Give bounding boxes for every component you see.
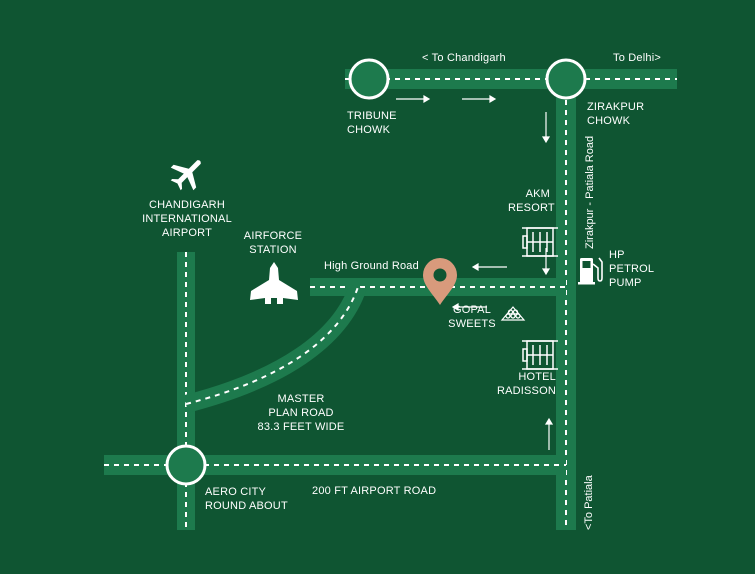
gopal-line2: SWEETS (448, 318, 496, 330)
radisson-line2: RADISSON (496, 385, 556, 397)
airport-access-road (177, 252, 195, 530)
building-icon (522, 340, 558, 370)
aerocity-line1: AERO CITY (205, 486, 267, 498)
airport-road (104, 455, 566, 475)
arrow-left-icon (471, 262, 507, 272)
akm-resort-label: AKM RESORT (508, 187, 555, 215)
airport-line2: INTERNATIONAL (142, 213, 232, 225)
aero-city-label: AERO CITY ROUND ABOUT (205, 485, 288, 513)
zirakpur-line2: CHOWK (587, 115, 631, 127)
arrow-up-icon (544, 417, 554, 450)
to-patiala-label: <To Patiala (583, 475, 595, 530)
master-plan-line3: 83.3 FEET WIDE (257, 421, 345, 433)
hotel-radisson-label: HOTEL RADISSON (496, 370, 556, 398)
sweets-icon (500, 306, 526, 321)
tribune-chowk-roundabout (348, 58, 390, 100)
zirakpur-chowk-label: ZIRAKPUR CHOWK (587, 100, 644, 128)
radisson-line1: HOTEL (518, 371, 556, 383)
arrow-down-icon (541, 112, 551, 144)
aerocity-line2: ROUND ABOUT (205, 500, 288, 512)
akm-line1: AKM (525, 188, 550, 200)
master-plan-road (183, 283, 367, 413)
hp-line2: PETROL (609, 263, 655, 275)
airport-line3: AIRPORT (161, 227, 213, 239)
airplane-icon (170, 160, 201, 191)
to-delhi-label: To Delhi> (613, 52, 661, 64)
arrow-down-icon (541, 248, 551, 276)
master-plan-road-label: MASTER PLAN ROAD 83.3 FEET WIDE (256, 392, 346, 434)
airport-road-label: 200 FT AIRPORT ROAD (312, 485, 437, 497)
hp-petrol-pump-label: HP PETROL PUMP (609, 248, 654, 290)
zirakpur-chowk-roundabout (545, 58, 587, 100)
zirakpur-patiala-road-label: Zirakpur - Patiala Road (584, 135, 596, 249)
hp-line1: HP (609, 249, 625, 261)
gopal-line1: GOPAL (452, 304, 492, 316)
arrow-left-icon (451, 302, 487, 312)
master-plan-line1: MASTER (277, 393, 325, 405)
tribune-line1: TRIBUNE (347, 110, 397, 122)
high-ground-road-label: High Ground Road (324, 260, 419, 272)
fuel-pump-icon (578, 257, 603, 285)
top-road (345, 69, 677, 89)
airforce-line2: STATION (249, 244, 297, 256)
location-pin-icon (423, 258, 457, 305)
fighter-jet-icon (250, 262, 298, 304)
akm-line2: RESORT (508, 202, 555, 214)
master-plan-line2: PLAN ROAD (268, 407, 334, 419)
tribune-chowk-label: TRIBUNE CHOWK (347, 109, 397, 137)
arrow-right-icon (396, 94, 431, 104)
to-chandigarh-label: < To Chandigarh (422, 52, 506, 64)
airport-label: CHANDIGARH INTERNATIONAL AIRPORT (137, 198, 237, 240)
aero-city-roundabout (165, 444, 207, 486)
hp-line3: PUMP (609, 277, 642, 289)
airforce-station-label: AIRFORCE STATION (238, 229, 308, 257)
airport-line1: CHANDIGARH (149, 199, 225, 211)
arrow-right-icon (462, 94, 497, 104)
zirakpur-line1: ZIRAKPUR (587, 101, 645, 113)
airforce-line1: AIRFORCE (243, 230, 303, 242)
building-icon (522, 227, 558, 257)
gopal-sweets-label: GOPAL SWEETS (447, 303, 497, 331)
tribune-line2: CHOWK (347, 124, 391, 136)
